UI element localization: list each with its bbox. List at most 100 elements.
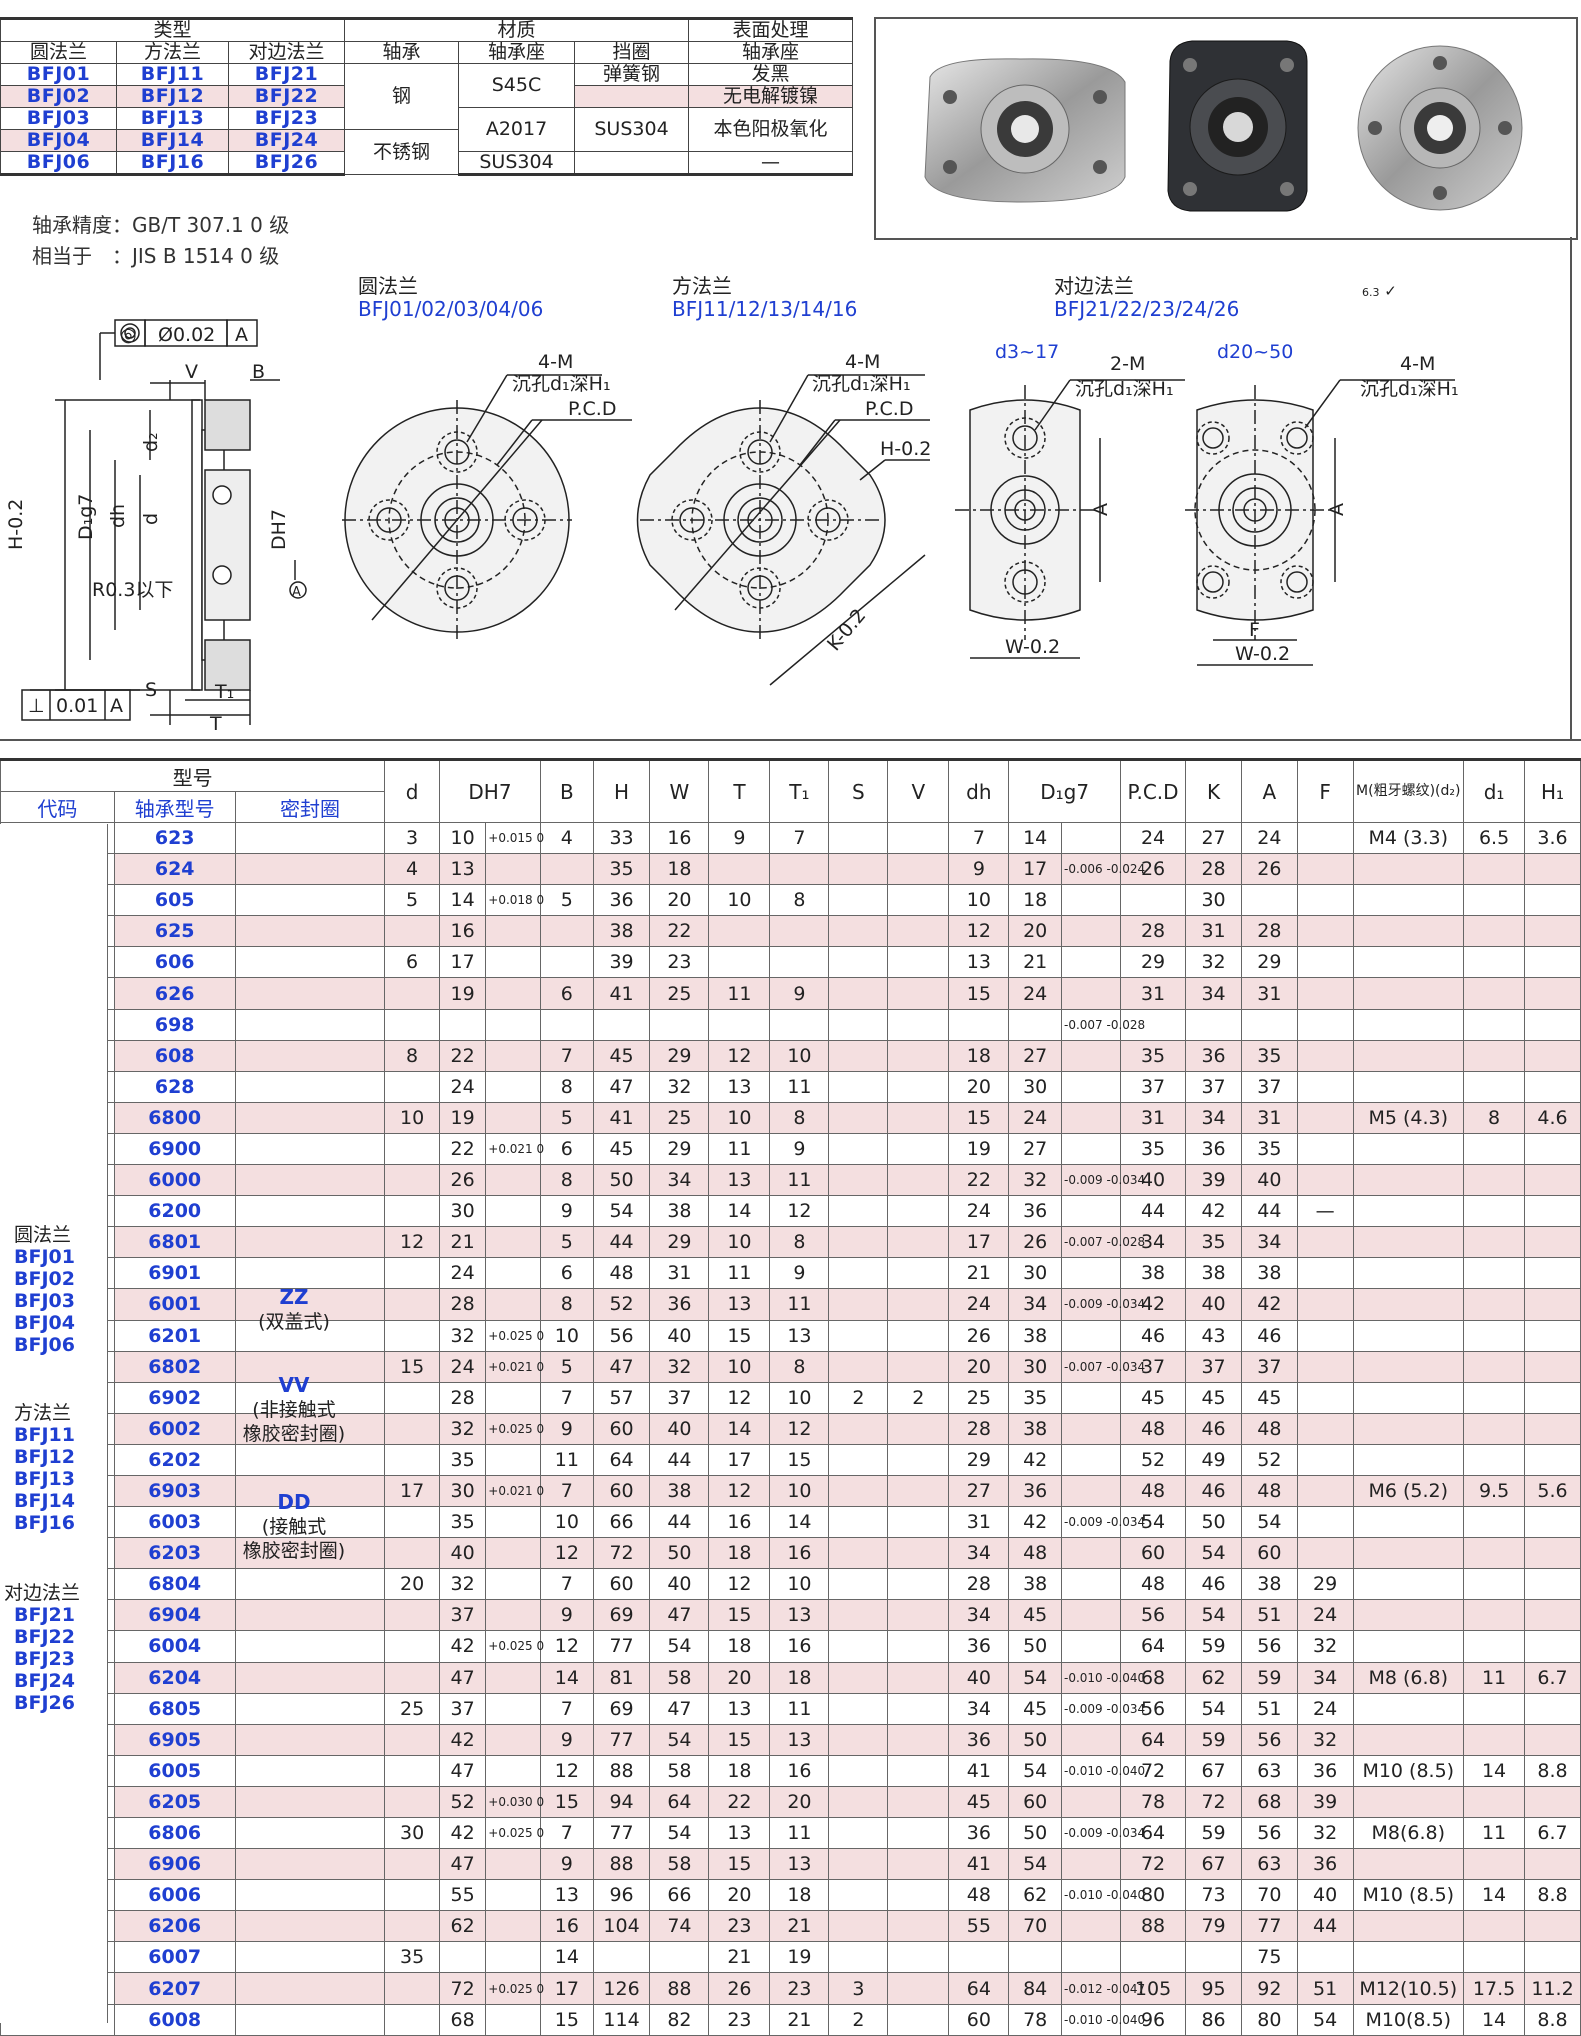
cell-f: 36 (1296, 1754, 1354, 1787)
cell-d1 (1463, 853, 1526, 886)
cell-dg7: 38 (1008, 1412, 1062, 1445)
cell-h: 47 (592, 1070, 651, 1103)
seal-cell (234, 1039, 386, 1072)
cell-t1: 9 (769, 977, 830, 1010)
cell-v (887, 1568, 950, 1601)
cell-v (887, 1941, 950, 1974)
cell-b: 9 (540, 1599, 594, 1632)
code-item: BFJ22 (14, 1626, 75, 1648)
cell-h: 69 (592, 1692, 651, 1725)
code-item: BFJ12 (14, 1446, 75, 1468)
cell-b: 6 (540, 977, 594, 1010)
cell-t: 15 (708, 1723, 771, 1756)
cell-d (384, 1070, 440, 1103)
cell-h1 (1524, 1381, 1581, 1414)
cell-dg7-tol: -0.009 -0.034 (1060, 1288, 1145, 1321)
cell-h1 (1524, 1195, 1581, 1228)
cell-t1: 13 (769, 1599, 830, 1632)
cell-h: 56 (592, 1319, 651, 1352)
cell-dh: 13 (948, 946, 1010, 979)
cell-k: 39 (1185, 1164, 1242, 1197)
dim-h: H-0.2 (5, 499, 27, 550)
cell-v: 2 (887, 1381, 950, 1414)
cell-dh7-tol (485, 1164, 542, 1197)
cell-s (828, 1537, 889, 1570)
cell-d (384, 1630, 440, 1663)
cell-d: 30 (384, 1816, 440, 1850)
seal-vv: VV (非接触式 橡胶密封圈) (223, 1373, 365, 1446)
cell-dh: 27 (948, 1474, 1010, 1508)
seal-zz-code: ZZ (279, 1285, 309, 1309)
cell-d1 (1463, 1506, 1526, 1539)
bearing-number-cell: 6003 (113, 1506, 236, 1539)
cell-dh7-tol: +0.021 0 (485, 1350, 544, 1383)
cell-t: 18 (708, 1630, 771, 1663)
cell-dg7: 48 (1008, 1537, 1062, 1570)
spec-table: 型号 d DH7 B H W T T₁ S V dh D₁g7 P.C.D K … (0, 758, 1581, 2036)
cell-t1: 11 (769, 1692, 830, 1725)
cell-k: 37 (1185, 1350, 1242, 1383)
bearing-number-cell: 626 (113, 977, 236, 1010)
cell-w: 16 (649, 821, 710, 855)
cell-a: 29 (1240, 946, 1298, 979)
bearing-number-cell: 6805 (113, 1692, 236, 1725)
cell-dh7: 37 (438, 1599, 487, 1632)
cell-d: 6 (384, 946, 440, 979)
cell-pcd: 72 (1119, 1754, 1187, 1787)
cell-dh7: 24 (438, 1070, 487, 1103)
cell-pcd: 60 (1119, 1537, 1187, 1570)
code-item: BFJ01 (14, 1246, 75, 1268)
cell-dh: 34 (948, 1537, 1010, 1570)
cell-t1: 11 (769, 1288, 830, 1321)
flatness-symbol: ◎ (120, 324, 137, 346)
cell-b: 9 (540, 1195, 594, 1228)
cell-dh7-tol (485, 1692, 542, 1725)
cell-a: 46 (1240, 1319, 1298, 1352)
header-dg7: D₁g7 (1008, 758, 1121, 823)
cell-t: 12 (708, 1381, 771, 1414)
cell-h1 (1524, 977, 1581, 1010)
cell-m (1352, 1350, 1465, 1383)
diagram-frame-right (1570, 237, 1572, 739)
bearing-number-cell: 6901 (113, 1257, 236, 1290)
cell-dg7: 14 (1008, 821, 1062, 855)
square-flange-label: 方法兰 (672, 274, 732, 298)
cell-s (828, 1816, 889, 1850)
cell-b: 12 (540, 1537, 594, 1570)
cell-b: 8 (540, 1164, 594, 1197)
bearing-number-cell: 6007 (113, 1941, 236, 1974)
cell-f: 54 (1296, 2003, 1354, 2036)
cell-d1 (1463, 1164, 1526, 1197)
code-cell: BFJ04 (0, 129, 117, 152)
cell-b (540, 946, 594, 979)
cell-h1: 5.6 (1524, 1474, 1581, 1508)
cell-w: 29 (649, 1226, 710, 1259)
cell-dh7-tol: +0.030 0 (485, 1785, 544, 1819)
cell-w: 25 (649, 1101, 710, 1134)
cell-s (828, 1474, 889, 1508)
cell-dh7: 62 (438, 1910, 487, 1943)
cell-dg7-tol (1060, 884, 1121, 917)
cell-pcd: 24 (1119, 821, 1187, 855)
cell-s (828, 1070, 889, 1103)
cell-d: 3 (384, 821, 440, 855)
header-s: S (828, 758, 889, 823)
cell-d1 (1463, 1537, 1526, 1570)
bearing-number-cell: 6806 (113, 1816, 236, 1850)
cell-t1: 18 (769, 1879, 830, 1912)
cell-s (828, 1288, 889, 1321)
cell-v (887, 977, 950, 1010)
cell-dh7-tol: +0.025 0 (485, 1412, 544, 1445)
code-cell: BFJ22 (227, 85, 346, 108)
cell-dh: 9 (948, 853, 1010, 886)
cell-t1: 13 (769, 1848, 830, 1881)
cell-dg7: 50 (1008, 1630, 1062, 1663)
housing-sus304: SUS304 (458, 151, 576, 176)
cell-dg7: 30 (1008, 1350, 1062, 1383)
cell-k: 28 (1185, 853, 1242, 886)
cell-t: 23 (708, 2003, 771, 2036)
seal-cell (234, 1070, 386, 1103)
cell-d: 20 (384, 1568, 440, 1601)
cell-d (384, 1661, 440, 1694)
